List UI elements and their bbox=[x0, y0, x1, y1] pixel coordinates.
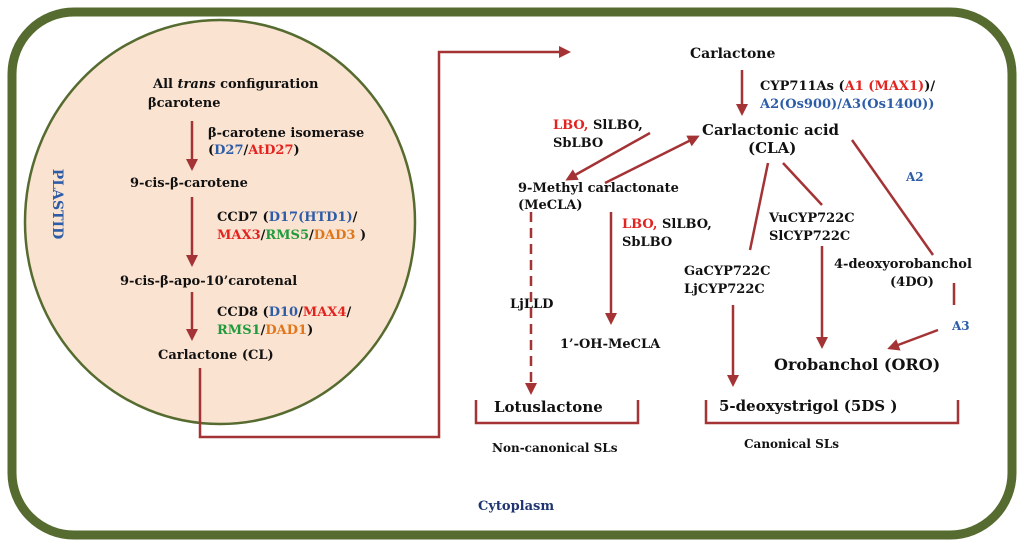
lbo-mid-label: LBO, SlLBO, bbox=[622, 217, 712, 232]
cyp711-genes: A2(Os900)/A3(Os1400)) bbox=[760, 97, 935, 112]
slcyp-label: SlCYP722C bbox=[769, 229, 851, 244]
arrow-cla-to-mecla bbox=[565, 131, 651, 181]
carlactonic-acid-label: Carlactonic acid bbox=[702, 121, 840, 139]
lbo-top-label-line2: SbLBO bbox=[553, 136, 604, 151]
ccd7-genes: MAX3/RMS5/DAD3 ) bbox=[217, 228, 367, 243]
cla-label: (CLA) bbox=[748, 139, 797, 157]
bracket-canonical bbox=[704, 400, 960, 425]
arrow-mecla-to-cla bbox=[604, 135, 700, 185]
cis-carotene-label: 9-cis-β-carotene bbox=[130, 176, 248, 191]
ccd7-label: CCD7 (D17(HTD1)/ bbox=[217, 210, 358, 225]
gacyp-label: GaCYP722C bbox=[684, 264, 771, 279]
canonical-label: Canonical SLs bbox=[744, 437, 840, 451]
isomerase-genes: (D27/AtD27) bbox=[208, 143, 300, 158]
deoxystrigol-label: 5-deoxystrigol (5DS ) bbox=[719, 397, 898, 415]
arrow-cl-to-carlactone bbox=[198, 46, 571, 439]
carlactone-label: Carlactone bbox=[690, 46, 776, 62]
oh-mecla-label: 1’-OH-MeCLA bbox=[560, 337, 661, 352]
4do-label: (4DO) bbox=[890, 275, 934, 290]
vucyp-label: VuCYP722C bbox=[769, 211, 855, 226]
beta-carotene-label: All trans configuration bbox=[153, 77, 319, 92]
a2-label: A2 bbox=[906, 170, 924, 184]
line-cla-to-4do bbox=[850, 139, 935, 256]
apo-carotenal-label: 9-cis-β-apo-10’carotenal bbox=[120, 274, 298, 289]
a3-label: A3 bbox=[952, 319, 970, 333]
plastid-ellipse bbox=[23, 18, 417, 426]
line-cla-to-vucyp bbox=[782, 162, 823, 206]
bracket-non-canonical bbox=[474, 400, 640, 425]
cyp711-label: CYP711As (A1 (MAX1))/ bbox=[760, 79, 936, 94]
isomerase-label: β-carotene isomerase bbox=[208, 126, 365, 141]
ccd8-genes: RMS1/DAD1) bbox=[217, 323, 314, 338]
lbo-top-label: LBO, SlLBO, bbox=[553, 118, 643, 133]
plastid-label: PLASTID bbox=[49, 168, 66, 240]
mecla-label: 9-Methyl carlactonate bbox=[518, 181, 679, 196]
deoxyorobanchol-label: 4-deoxyorobanchol bbox=[834, 257, 972, 272]
lbo-mid-label-line2: SbLBO bbox=[622, 235, 673, 250]
carlactone-cl-label: Carlactone (CL) bbox=[158, 348, 274, 363]
lotuslactone-label: Lotuslactone bbox=[494, 398, 603, 416]
ljlld-label: LjLLD bbox=[510, 297, 554, 312]
orobanchol-label: Orobanchol (ORO) bbox=[774, 355, 941, 374]
ccd8-label: CCD8 (D10/MAX4/ bbox=[217, 305, 352, 320]
ljcyp-label: LjCYP722C bbox=[684, 282, 765, 297]
mecla-abbr: (MeCLA) bbox=[518, 198, 583, 213]
beta-carotene-label-line2: βcarotene bbox=[148, 96, 221, 111]
non-canonical-label: Non-canonical SLs bbox=[492, 441, 618, 455]
arrow-a3-to-oro bbox=[887, 328, 939, 351]
line-cla-to-gacyp bbox=[748, 162, 770, 251]
cytoplasm-label: Cytoplasm bbox=[478, 499, 555, 514]
